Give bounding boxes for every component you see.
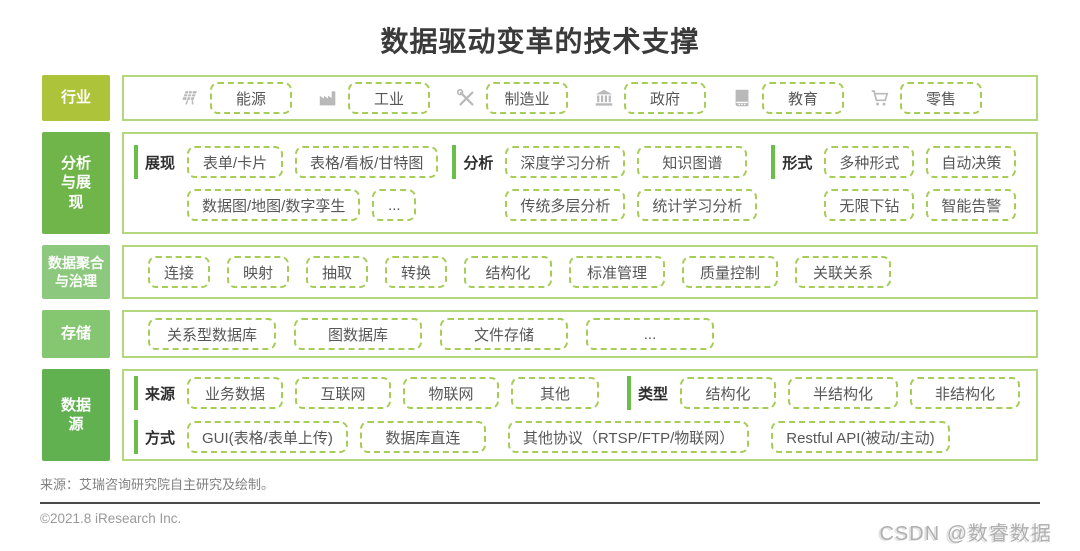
footer-source-note: 来源：艾瑞咨询研究院自主研究及绘制。 — [40, 477, 275, 492]
diagram-content: 行业 能源 工业 — [0, 75, 1080, 461]
sub-group-label: 类型 — [627, 376, 668, 410]
item-box: 智能告警 — [926, 189, 1017, 221]
item-box: 文件存储 — [440, 318, 568, 350]
row-label-text: 分析 — [60, 154, 91, 172]
row-label-text: 数据 — [60, 396, 91, 414]
row-label-text: 源 — [68, 416, 84, 433]
item-box: 结构化 — [464, 256, 552, 288]
item-box: 无限下钻 — [824, 189, 915, 221]
item-box: 数据库直连 — [359, 421, 486, 453]
industry-item: 零售 — [868, 82, 982, 114]
row-body-data-source: 来源 业务数据 互联网 物联网 其他 类型 结构化 半结构化 非结构化 方式 G… — [122, 369, 1038, 461]
tools-icon — [454, 86, 478, 110]
item-box: GUI(表格/表单上传) — [187, 421, 348, 453]
item-box: 转换 — [385, 256, 447, 288]
item-box: ... — [372, 189, 417, 221]
row-label-text: 数据聚合 — [48, 254, 104, 271]
item-box: 统计学习分析 — [637, 189, 758, 221]
watermark: CSDN @数睿数据 — [879, 523, 1052, 545]
item-box: 数据图/地图/数字孪生 — [187, 189, 361, 221]
group-presentation: 展现 表单/卡片 表格/看板/甘特图 数据图/地图/数字孪生 ... — [134, 145, 439, 221]
footer-copyright: ©2021.8 iResearch Inc. — [40, 511, 182, 526]
sub-group-label: 形式 — [771, 145, 812, 179]
bank-icon — [592, 86, 616, 110]
sub-group-label: 方式 — [134, 420, 175, 454]
row-aggregation-governance: 数据聚合 与治理 连接 映射 抽取 转换 结构化 标准管理 质量控制 关联关系 — [42, 245, 1038, 299]
item-box: 深度学习分析 — [505, 146, 626, 178]
row-label-analysis-presentation: 分析 与展 现 — [42, 132, 110, 234]
group-analysis: 分析 深度学习分析 知识图谱 传统多层分析 统计学习分析 — [452, 145, 758, 221]
group-format: 形式 多种形式 自动决策 无限下钻 智能告警 — [771, 145, 1017, 221]
solar-panel-icon — [178, 86, 202, 110]
row-label-industry: 行业 — [42, 75, 110, 121]
row-storage: 存储 关系型数据库 图数据库 文件存储 ... — [42, 310, 1038, 358]
industry-strip: 能源 工业 制造业 — [178, 82, 982, 114]
item-box: 非结构化 — [910, 377, 1021, 409]
cart-icon — [868, 86, 892, 110]
source-line-2: 方式 GUI(表格/表单上传) 数据库直连 其他协议（RTSP/FTP/物联网）… — [134, 420, 950, 454]
footer-divider — [40, 502, 1040, 504]
industry-item: 政府 — [592, 82, 706, 114]
row-label-text: 存储 — [60, 325, 91, 343]
item-box: 结构化 — [680, 377, 777, 409]
item-box: 知识图谱 — [637, 146, 748, 178]
row-data-source: 数据 源 来源 业务数据 互联网 物联网 其他 类型 结构化 半结构化 非结构化… — [42, 369, 1038, 461]
industry-item: 教育 — [730, 82, 844, 114]
item-box: 传统多层分析 — [505, 189, 626, 221]
row-label-data-source: 数据 源 — [42, 369, 110, 461]
item-box: 政府 — [624, 82, 706, 114]
item-box: 自动决策 — [926, 146, 1017, 178]
row-analysis-presentation: 分析 与展 现 展现 表单/卡片 表格/看板/甘特图 数据图/地图/数字孪生 .… — [42, 132, 1038, 234]
row-label-storage: 存储 — [42, 310, 110, 358]
row-label-text: 与治理 — [55, 273, 97, 289]
item-box: Restful API(被动/主动) — [771, 421, 950, 453]
item-box: 抽取 — [306, 256, 368, 288]
row-body-aggregation-governance: 连接 映射 抽取 转换 结构化 标准管理 质量控制 关联关系 — [122, 245, 1038, 299]
row-label-text: 行业 — [60, 89, 91, 107]
item-box: 标准管理 — [569, 256, 665, 288]
item-box: 业务数据 — [187, 377, 284, 409]
item-box: 表单/卡片 — [187, 146, 284, 178]
row-body-storage: 关系型数据库 图数据库 文件存储 ... — [122, 310, 1038, 358]
item-box: 其他 — [511, 377, 600, 409]
sub-group-label: 来源 — [134, 376, 175, 410]
item-box: 表格/看板/甘特图 — [295, 146, 439, 178]
item-box: 教育 — [762, 82, 844, 114]
item-box: 互联网 — [295, 377, 392, 409]
item-box: 映射 — [227, 256, 289, 288]
item-box: 质量控制 — [682, 256, 778, 288]
row-body-industry: 能源 工业 制造业 — [122, 75, 1038, 121]
item-box: 物联网 — [403, 377, 500, 409]
item-box: 多种形式 — [824, 146, 915, 178]
item-box: 关联关系 — [795, 256, 891, 288]
row-label-aggregation-governance: 数据聚合 与治理 — [42, 245, 110, 299]
book-icon — [730, 86, 754, 110]
row-label-text: 现 — [68, 193, 84, 211]
source-line-1: 来源 业务数据 互联网 物联网 其他 类型 结构化 半结构化 非结构化 — [134, 376, 1021, 410]
sub-group-label: 分析 — [452, 145, 493, 179]
row-label-text: 与展 — [60, 174, 91, 192]
item-box: ... — [586, 318, 714, 350]
page-title: 数据驱动变革的技术支撑 — [380, 26, 700, 57]
item-box: 能源 — [210, 82, 292, 114]
sub-group-label: 展现 — [134, 145, 175, 179]
row-body-analysis-presentation: 展现 表单/卡片 表格/看板/甘特图 数据图/地图/数字孪生 ... 分析 深度… — [122, 132, 1038, 234]
item-box: 制造业 — [486, 82, 568, 114]
item-box: 图数据库 — [294, 318, 422, 350]
item-box: 零售 — [900, 82, 982, 114]
row-industry: 行业 能源 工业 — [42, 75, 1038, 121]
factory-icon — [316, 86, 340, 110]
industry-item: 能源 — [178, 82, 292, 114]
item-box: 其他协议（RTSP/FTP/物联网） — [507, 421, 750, 453]
item-box: 关系型数据库 — [148, 318, 276, 350]
item-box: 半结构化 — [788, 377, 899, 409]
item-box: 连接 — [148, 256, 210, 288]
industry-item: 制造业 — [454, 82, 568, 114]
item-box: 工业 — [348, 82, 430, 114]
industry-item: 工业 — [316, 82, 430, 114]
infographic-page: 数据驱动变革的技术支撑 行业 能源 — [0, 20, 1080, 545]
